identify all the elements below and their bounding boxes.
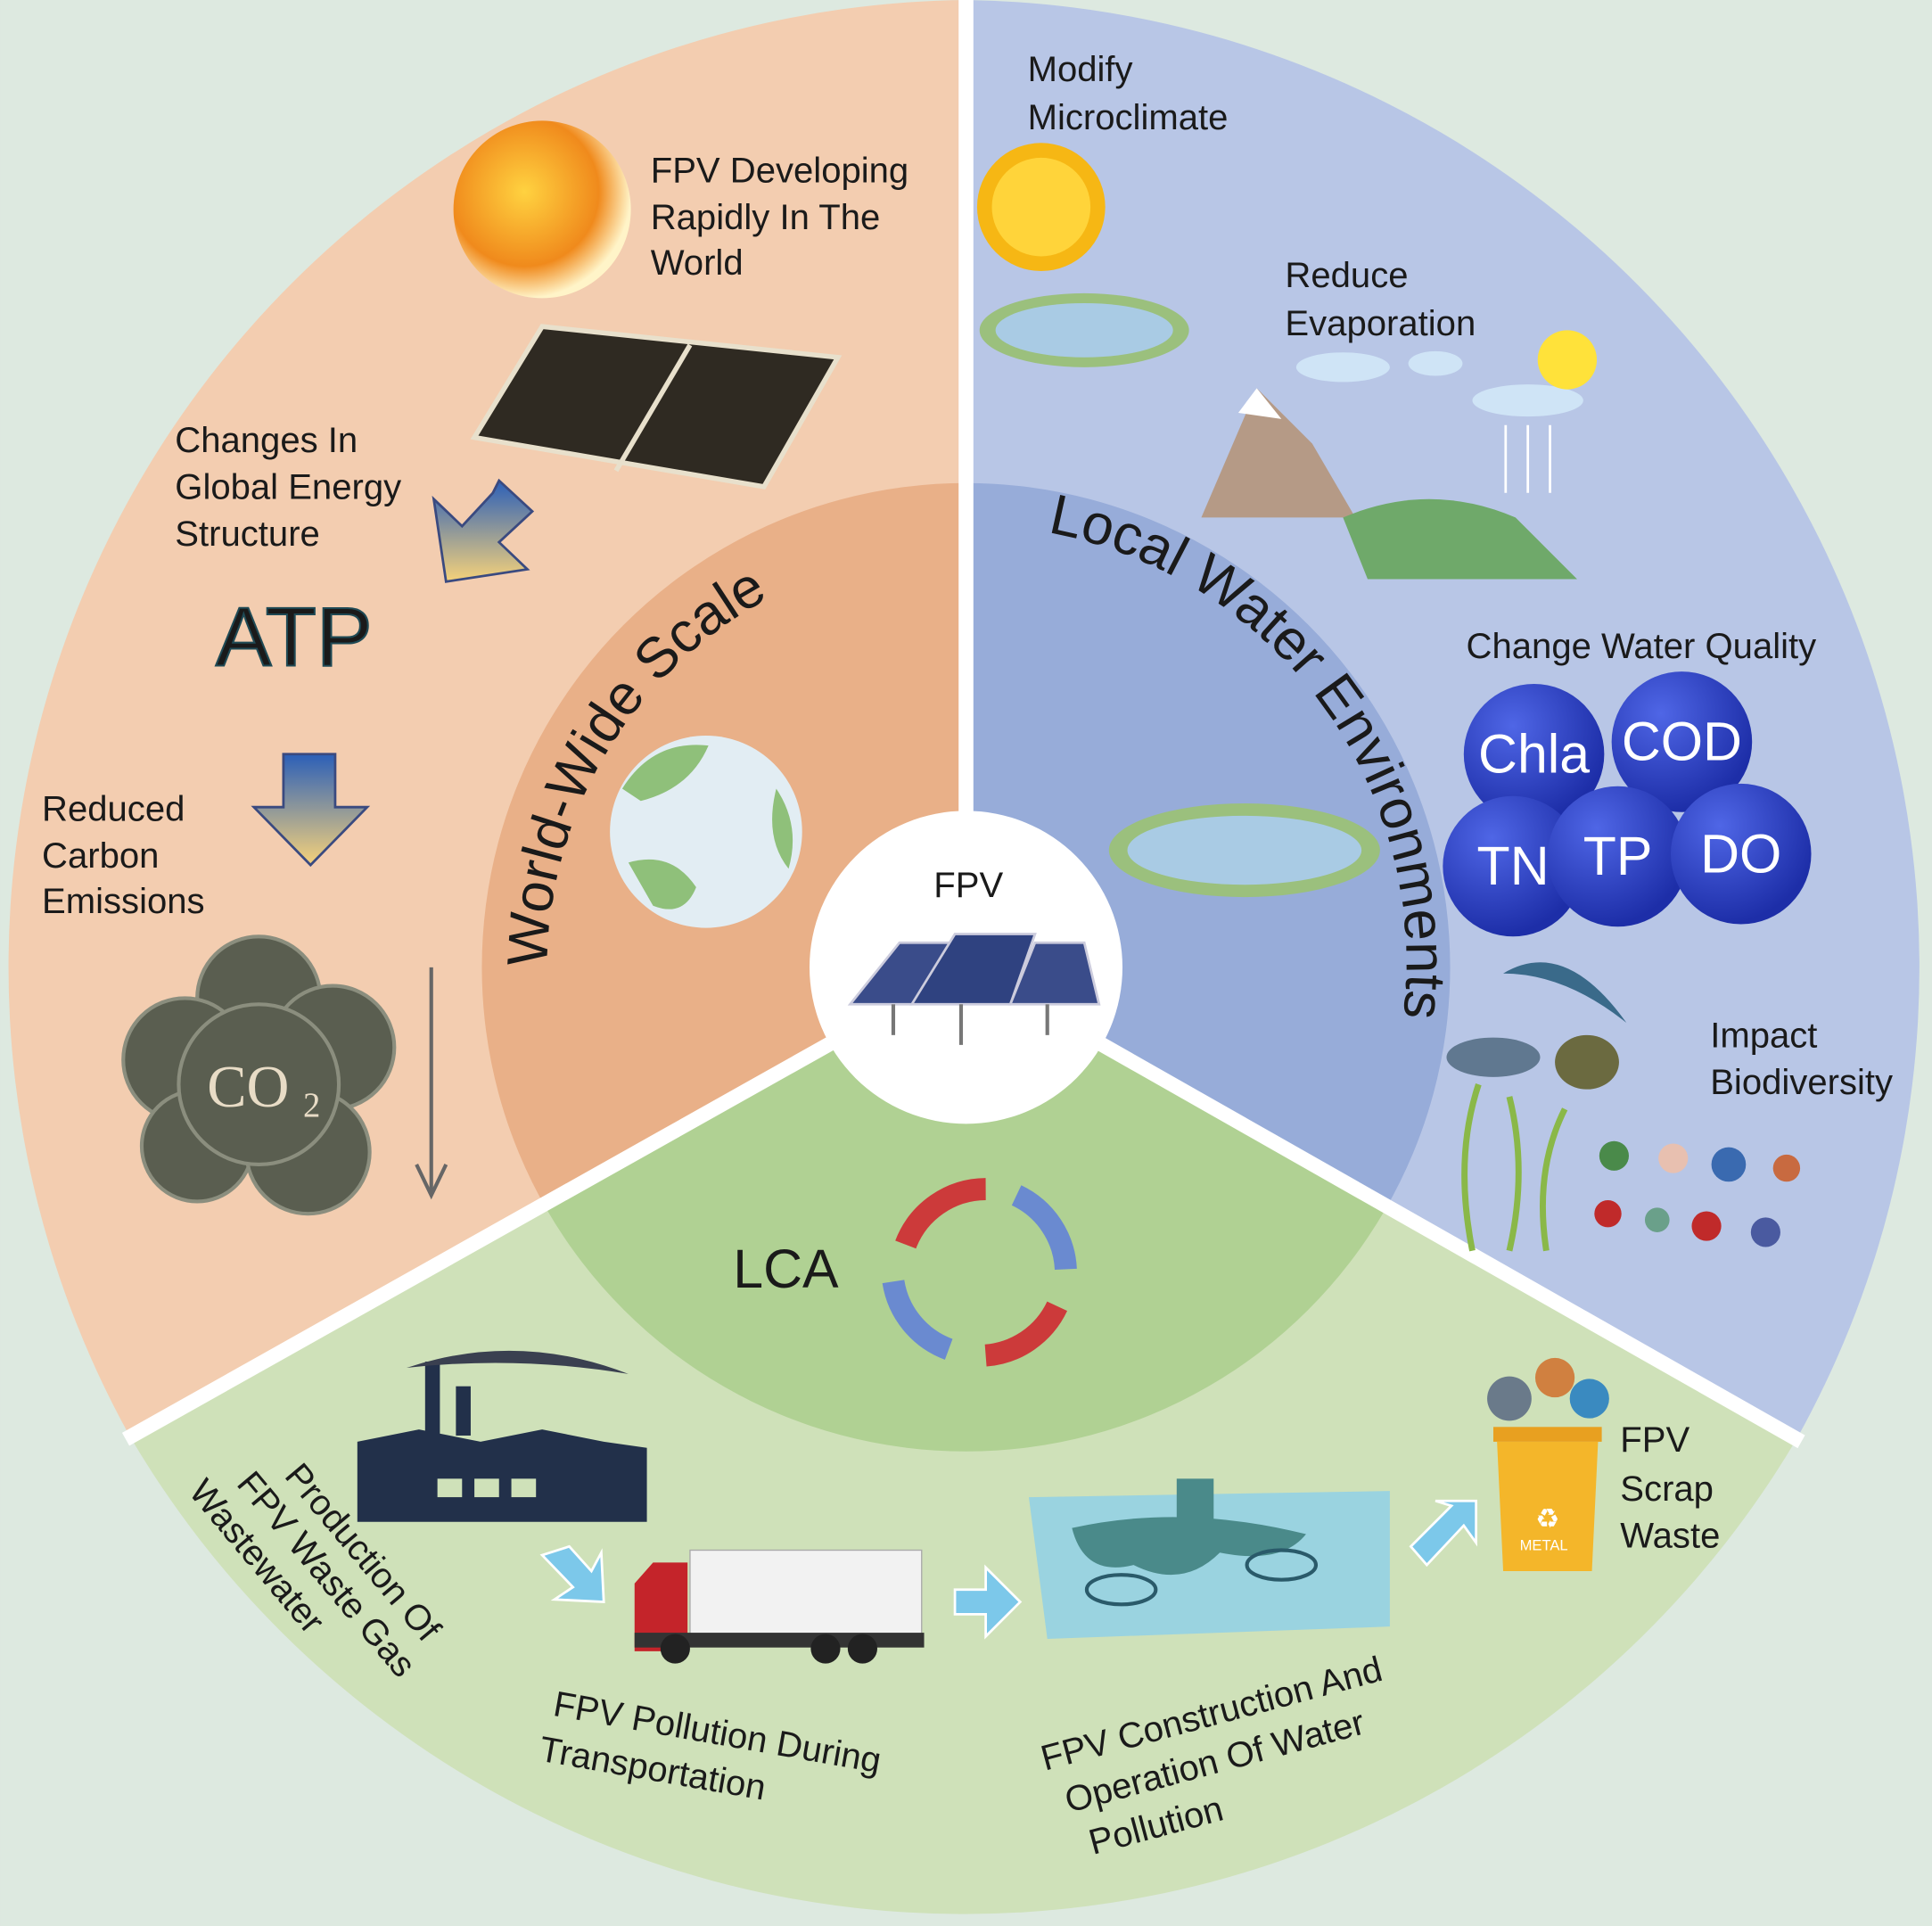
- sun-icon-small: [976, 143, 1106, 272]
- label-line: Scrap: [1620, 1469, 1714, 1509]
- biodiversity-icons: [1446, 962, 1801, 1252]
- bubble-label: TP: [1583, 826, 1653, 886]
- bubble-tn: TN: [1443, 795, 1583, 937]
- down-arrow-icon: [251, 753, 371, 868]
- cycle-arrows-icon: [882, 1178, 1077, 1367]
- biodiversity-label: Impact Biodiversity: [1710, 1017, 1893, 1103]
- truck-icon: [634, 1549, 925, 1664]
- bin-label: METAL: [1520, 1537, 1568, 1554]
- bubble-label: TN: [1477, 835, 1550, 896]
- label-line: Modify: [1028, 50, 1133, 89]
- pond-icon-2: [1108, 803, 1380, 898]
- bubble-label: Chla: [1478, 723, 1590, 784]
- arrow-icon-1: [539, 1544, 605, 1604]
- bubble-tp: TP: [1547, 786, 1689, 927]
- arrow-icon-2: [953, 1564, 1023, 1640]
- atp-label: ATP: [216, 589, 373, 683]
- water-pollution-icon: [1028, 1478, 1390, 1640]
- bird-icon: [1503, 962, 1627, 1024]
- label-line: FPV: [1620, 1420, 1689, 1460]
- solar-panel-icon: [470, 324, 843, 490]
- center-fpv: FPV: [809, 811, 1123, 1124]
- label-line: Evaporation: [1285, 304, 1476, 343]
- label-line: Emissions: [42, 882, 205, 921]
- plankton-icons: [1594, 1140, 1801, 1247]
- label-line: Structure: [175, 514, 320, 554]
- label-line: Global Energy: [175, 468, 401, 507]
- label-line: Reduce: [1285, 256, 1408, 295]
- co2-subscript: 2: [303, 1087, 320, 1124]
- solar-panel-array-icon: [847, 933, 1101, 1045]
- recycle-symbol: ♻: [1535, 1504, 1559, 1535]
- globe-icon: [610, 736, 802, 928]
- label-line: Impact: [1710, 1017, 1817, 1056]
- bubble-label: COD: [1622, 712, 1742, 772]
- fish-icon-2: [1555, 1034, 1619, 1090]
- factory-icon: [357, 1350, 647, 1522]
- fish-icon-2: [1245, 1548, 1319, 1582]
- sector-dividers: [121, 0, 1805, 1449]
- sun-icon: [453, 120, 631, 299]
- co2-cloud-icon: CO 2: [121, 934, 397, 1216]
- label-line: Waste: [1620, 1517, 1720, 1556]
- recycle-bin-icon: ♻ METAL: [1487, 1357, 1609, 1571]
- bubble-label: DO: [1700, 823, 1781, 884]
- fish-icon: [1446, 1037, 1541, 1077]
- label-line: Biodiversity: [1710, 1063, 1893, 1102]
- lca-title: LCA: [733, 1239, 839, 1299]
- center-label: FPV: [933, 866, 1003, 905]
- microclimate-label: Modify Microclimate: [1028, 50, 1229, 137]
- thin-down-arrow-icon: [415, 967, 448, 1200]
- bubble-chla: Chla: [1463, 683, 1605, 825]
- diagonal-arrow-icon: [432, 478, 535, 583]
- reduced-carbon-label: Reduced Carbon Emissions: [42, 789, 205, 921]
- label-line: Rapidly In The: [651, 198, 881, 237]
- energy-structure-label: Changes In Global Energy Structure: [175, 421, 401, 554]
- water-quality-title: Change Water Quality: [1467, 627, 1817, 666]
- co2-text: CO: [207, 1055, 289, 1120]
- label-line: Microclimate: [1028, 98, 1229, 137]
- lca-inner: [547, 967, 1385, 1452]
- pond-icon: [979, 292, 1189, 367]
- fpv-developing-label: FPV Developing Rapidly In The World: [651, 152, 909, 284]
- evaporation-label: Reduce Evaporation: [1285, 256, 1476, 343]
- label-line: Changes In: [175, 421, 358, 460]
- water-quality-bubbles: Chla COD TN TP DO: [1443, 671, 1812, 937]
- label-line: World: [651, 243, 744, 283]
- bubble-cod: COD: [1611, 671, 1753, 812]
- seaweed-icon: [1461, 1083, 1568, 1252]
- bubble-do: DO: [1670, 783, 1812, 925]
- label-line: Carbon: [42, 836, 159, 876]
- water-cycle-icon: [1201, 330, 1598, 580]
- arrow-icon-3: [1409, 1499, 1478, 1568]
- label-line: Reduced: [42, 789, 185, 828]
- fish-icon: [1084, 1573, 1158, 1607]
- label-line: FPV Developing: [651, 152, 909, 191]
- scrap-waste-label: FPV Scrap Waste: [1620, 1420, 1720, 1556]
